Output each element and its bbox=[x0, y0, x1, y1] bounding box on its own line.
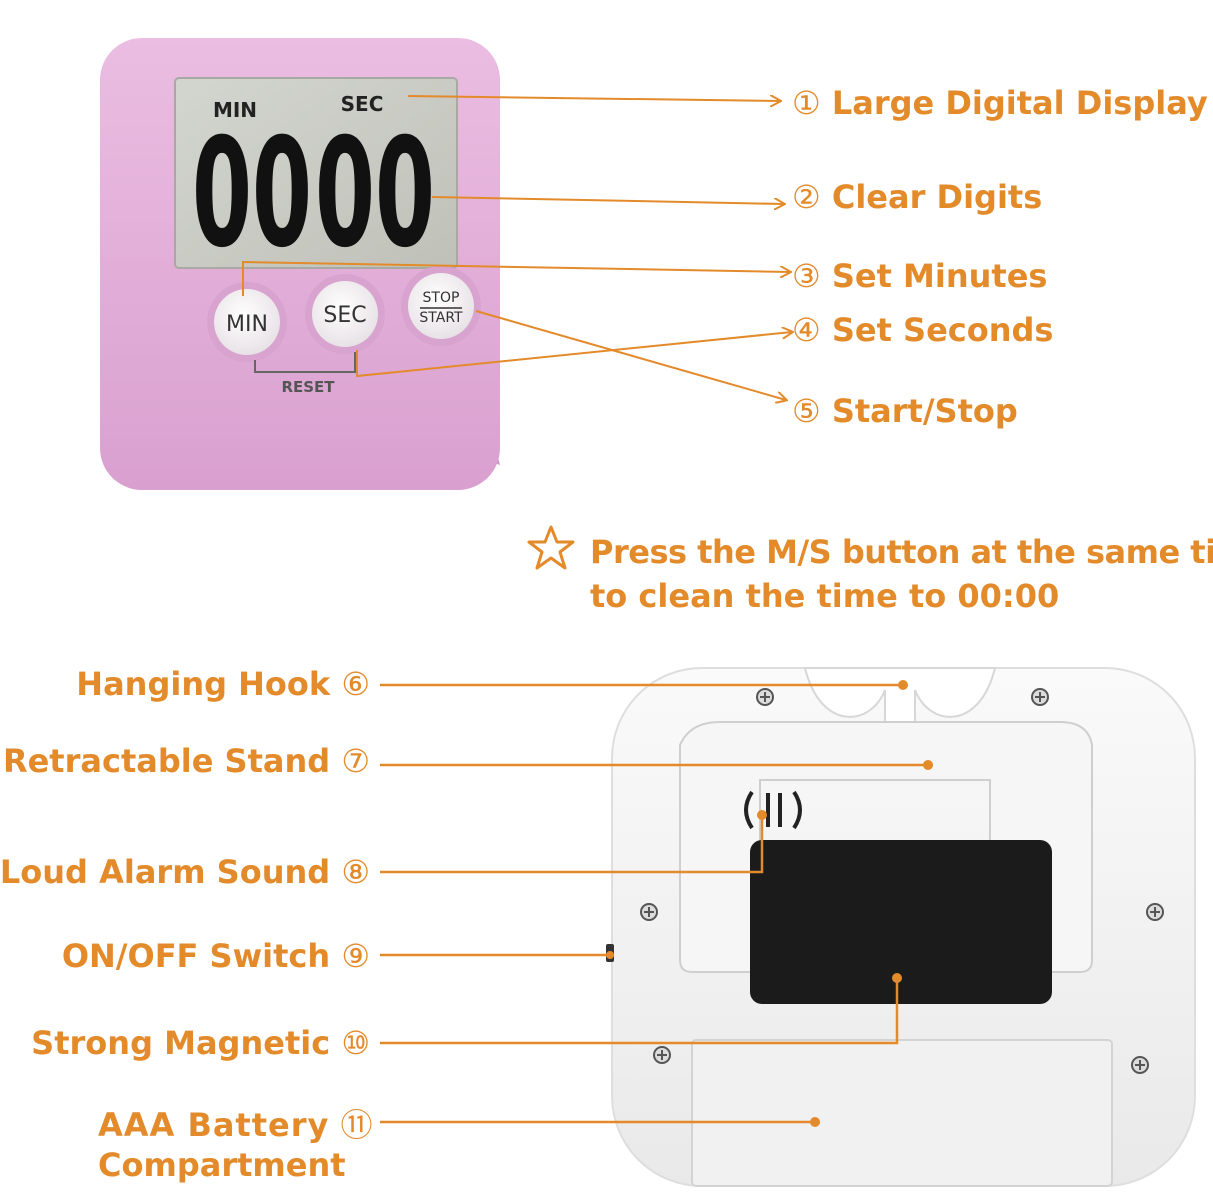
magnet-plate bbox=[750, 840, 1052, 1004]
callout-label-6: Hanging Hook bbox=[76, 665, 331, 703]
callout-set-seconds: ④ Set Seconds bbox=[792, 314, 1053, 346]
callout-label-4: Set Seconds bbox=[831, 311, 1054, 349]
callout-label-10: Strong Magnetic bbox=[31, 1024, 331, 1062]
callout-number-4: ④ bbox=[792, 311, 821, 349]
callout-number-6: ⑥ bbox=[341, 665, 370, 703]
callout-start-stop: ⑤ Start/Stop bbox=[792, 395, 1018, 427]
lcd-second-digits: 00 bbox=[315, 107, 435, 281]
callout-label-11-line-2: Compartment bbox=[98, 1146, 346, 1184]
callout-clear-digits: ② Clear Digits bbox=[792, 181, 1042, 213]
callout-number-8: ⑧ bbox=[341, 853, 370, 891]
leader-line-10 bbox=[380, 978, 899, 1045]
callout-large-digital-display: ① Large Digital Display bbox=[792, 87, 1208, 119]
top-leader-lines bbox=[242, 96, 792, 400]
callout-label-8: Loud Alarm Sound bbox=[0, 853, 331, 891]
callout-set-minutes: ③ Set Minutes bbox=[792, 260, 1047, 292]
lcd-sec-label: SEC bbox=[341, 92, 384, 116]
stop-label: STOP bbox=[423, 290, 460, 306]
callout-number-1: ① bbox=[792, 84, 821, 122]
callout-label-7: Retractable Stand bbox=[2, 742, 331, 780]
callout-aaa-battery-compartment: AAA Battery ⑪ Compartment bbox=[98, 1105, 373, 1185]
leader-line-4 bbox=[356, 332, 792, 378]
reset-tip-note: Press the M/S button at the same time to… bbox=[590, 530, 1213, 618]
callout-number-2: ② bbox=[792, 178, 821, 216]
sound-hole-left bbox=[744, 790, 754, 830]
callout-label-2: Clear Digits bbox=[831, 178, 1043, 216]
min-button-label: MIN bbox=[226, 312, 268, 337]
callout-number-11: ⑪ bbox=[340, 1106, 373, 1144]
callout-number-3: ③ bbox=[792, 257, 821, 295]
reset-bracket bbox=[254, 352, 356, 373]
callout-hanging-hook: Hanging Hook ⑥ bbox=[76, 668, 370, 700]
note-line-2: to clean the time to 00:00 bbox=[590, 577, 1060, 615]
sec-button[interactable]: SEC bbox=[305, 274, 385, 354]
callout-number-10: ⑩ bbox=[341, 1024, 370, 1062]
leader-line-3 bbox=[242, 260, 790, 296]
start-label: START bbox=[419, 310, 463, 326]
lcd-minute-digits: 00 bbox=[192, 107, 312, 281]
leader-line-5 bbox=[475, 310, 786, 400]
callout-label-5: Start/Stop bbox=[831, 392, 1018, 430]
lcd-min-label: MIN bbox=[213, 98, 257, 122]
callout-label-11-line-1: AAA Battery bbox=[98, 1106, 330, 1144]
leader-line-2 bbox=[431, 196, 784, 204]
screw-slots bbox=[644, 692, 1160, 1070]
bottom-leader-lines bbox=[380, 683, 928, 1124]
callout-label-3: Set Minutes bbox=[831, 257, 1048, 295]
sec-button-label: SEC bbox=[323, 303, 366, 328]
callout-number-5: ⑤ bbox=[792, 392, 821, 430]
sound-hole-right bbox=[792, 790, 802, 830]
callout-label-9: ON/OFF Switch bbox=[61, 937, 331, 975]
star-outline-icon bbox=[527, 525, 575, 570]
leader-line-1 bbox=[407, 96, 780, 101]
callout-number-9: ⑨ bbox=[341, 937, 370, 975]
battery-compartment bbox=[691, 1039, 1113, 1187]
timer-back-device bbox=[606, 667, 1196, 1187]
callout-strong-magnetic: Strong Magnetic ⑩ bbox=[31, 1027, 370, 1059]
callout-number-7: ⑦ bbox=[341, 742, 370, 780]
leader-endpoints bbox=[606, 680, 933, 1127]
callout-loud-alarm-sound: Loud Alarm Sound ⑧ bbox=[0, 856, 370, 888]
note-line-1: Press the M/S button at the same time bbox=[590, 533, 1213, 571]
leader-line-8 bbox=[380, 815, 764, 874]
callout-retractable-stand: Retractable Stand ⑦ bbox=[3, 745, 370, 777]
start-stop-button[interactable]: STOP START bbox=[401, 266, 481, 346]
callout-on-off-switch: ON/OFF Switch ⑨ bbox=[62, 940, 370, 972]
callout-label-1: Large Digital Display bbox=[831, 84, 1208, 122]
reset-label: RESET bbox=[281, 378, 335, 396]
min-button[interactable]: MIN bbox=[207, 282, 287, 362]
lcd-screen bbox=[174, 77, 458, 269]
